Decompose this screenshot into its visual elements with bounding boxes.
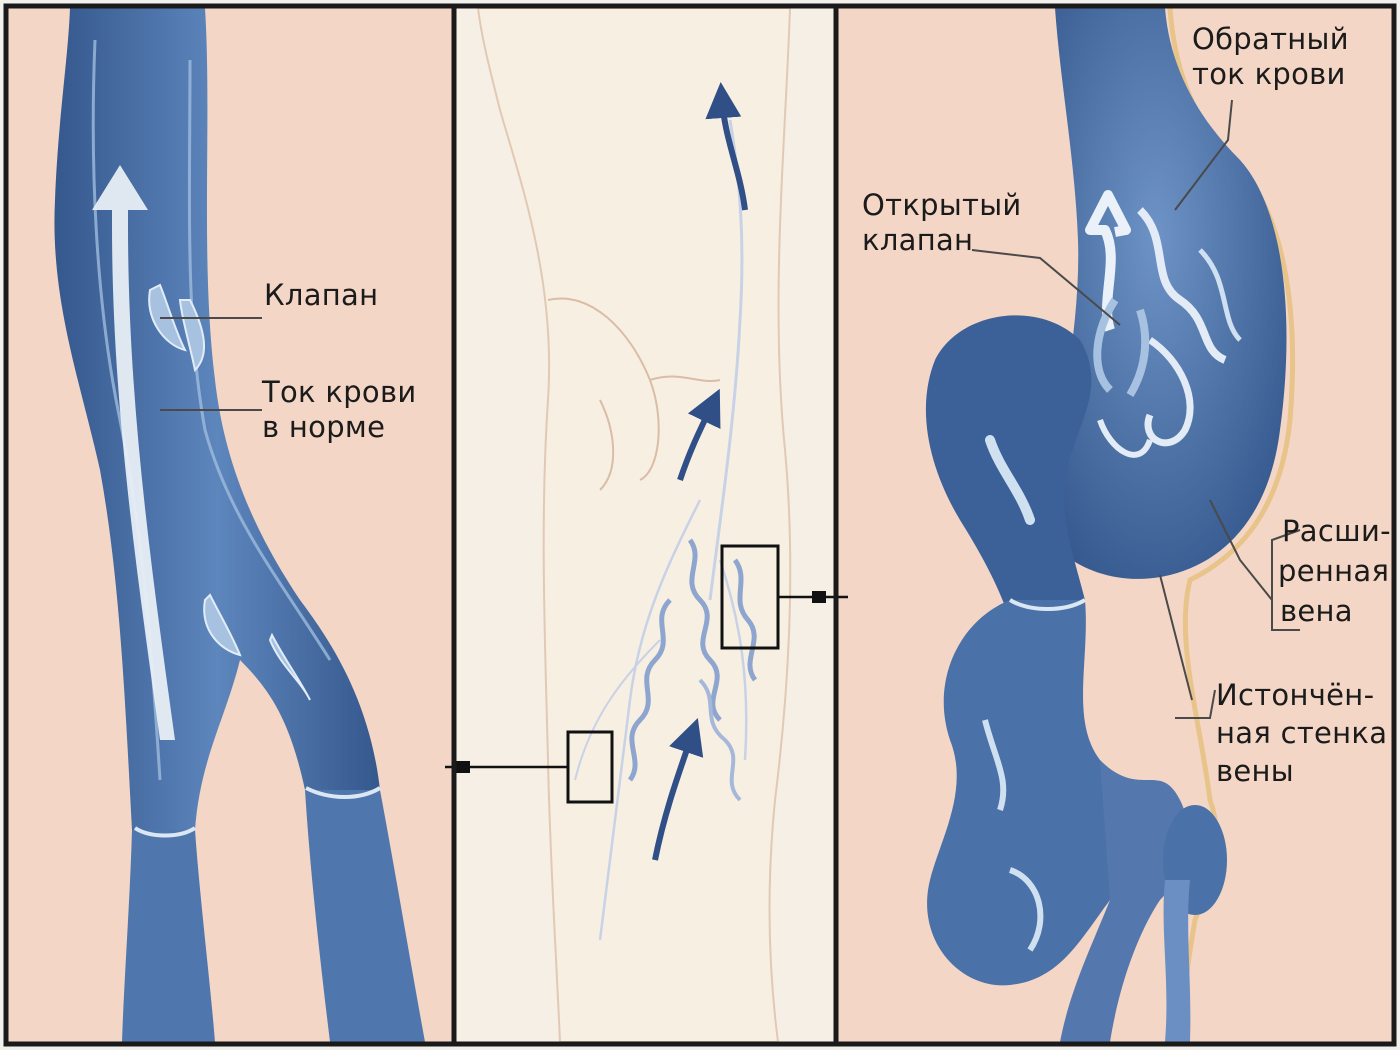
label-reverse-flow-line1: Обратный <box>1192 22 1349 57</box>
label-thin-wall-line1: Истончён- <box>1216 678 1374 713</box>
label-normal-flow-line2: в норме <box>262 410 385 445</box>
label-valve: Клапан <box>264 278 378 313</box>
label-dilated-vein-line1: Расши- <box>1282 514 1391 549</box>
label-reverse-flow-line2: ток крови <box>1192 57 1346 92</box>
label-dilated-vein-line2: ренная <box>1278 554 1389 589</box>
label-open-valve-line1: Открытый <box>862 188 1022 223</box>
label-open-valve-line2: клапан <box>862 223 973 258</box>
label-dilated-vein-line3: вена <box>1280 594 1353 629</box>
label-thin-wall-line2: ная стенка <box>1216 716 1387 751</box>
label-thin-wall-line3: вены <box>1216 754 1294 789</box>
label-normal-flow-line1: Ток крови <box>262 375 417 410</box>
